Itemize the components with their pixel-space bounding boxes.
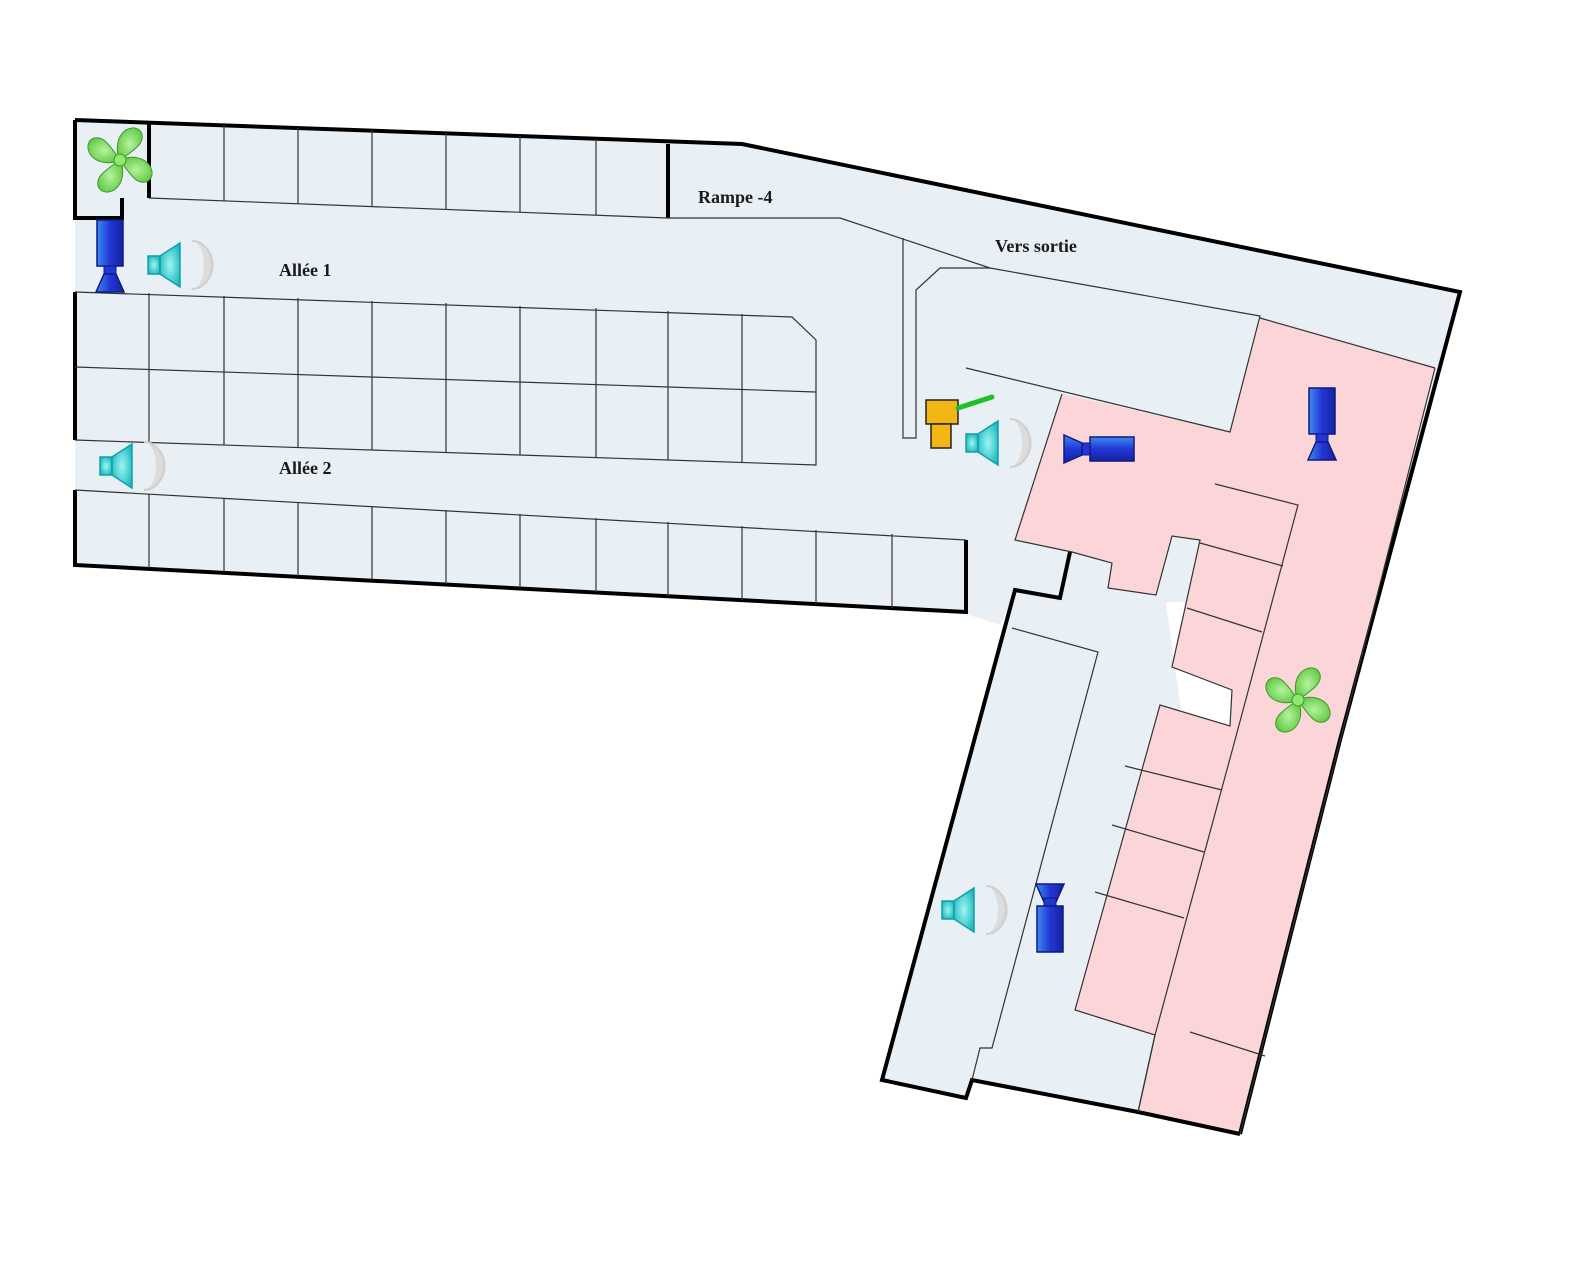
camera-icon[interactable] bbox=[95, 219, 125, 293]
aisle-2-label: Allée 2 bbox=[279, 458, 331, 478]
aisle-1-label: Allée 1 bbox=[279, 260, 331, 280]
fan-icon[interactable] bbox=[1265, 667, 1331, 733]
fan-icon[interactable] bbox=[87, 127, 153, 193]
floor-area bbox=[75, 120, 1460, 1134]
exit-label: Vers sortie bbox=[995, 236, 1077, 256]
parking-stall-lines bbox=[74, 125, 1436, 1135]
camera-icon[interactable] bbox=[1307, 387, 1337, 461]
ramp-label: Rampe -4 bbox=[698, 187, 773, 207]
camera-icon[interactable] bbox=[1034, 883, 1066, 953]
alarm-zone bbox=[1015, 318, 1435, 1134]
camera-icon[interactable] bbox=[1063, 434, 1135, 464]
barrier-icon[interactable] bbox=[925, 394, 995, 449]
